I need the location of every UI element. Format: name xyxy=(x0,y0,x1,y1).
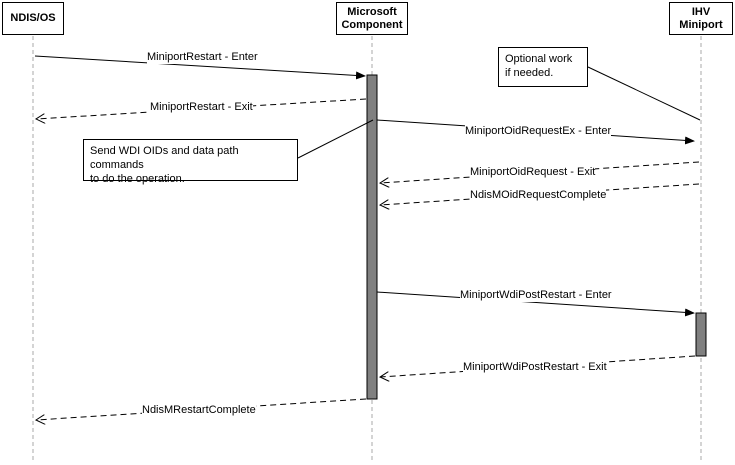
note-send-wdi-oids: Send WDI OIDs and data path commands to … xyxy=(83,139,298,185)
participant-microsoft-line2: Component xyxy=(341,18,403,31)
participant-ihv-line1: IHV xyxy=(691,5,711,18)
note-optional-line1: Optional work xyxy=(505,53,573,65)
activation-ihv xyxy=(695,312,707,357)
message-m3-label: MiniportOidRequestEx - Enter xyxy=(465,125,612,138)
note-optional-work: Optional work if needed. xyxy=(498,47,588,87)
message-m7-arrow xyxy=(380,355,696,377)
message-m1-label: MiniportRestart - Enter xyxy=(147,51,258,64)
participant-microsoft-line1: Microsoft xyxy=(347,5,397,18)
message-m4-label: MiniportOidRequest - Exit xyxy=(470,166,596,179)
note-send-line1: Send WDI OIDs and data path commands xyxy=(90,145,239,171)
participant-ndis-os: NDIS/OS xyxy=(2,2,64,35)
message-m8-label: NdisMRestartComplete xyxy=(142,404,256,417)
note-connector-send xyxy=(297,119,374,159)
message-m5-label: NdisMOidRequestComplete xyxy=(470,189,607,202)
message-m7-label: MiniportWdiPostRestart - Exit xyxy=(463,361,607,374)
message-m5-arrow xyxy=(380,183,700,205)
participant-microsoft-component: Microsoft Component xyxy=(336,2,408,35)
message-m6-label: MiniportWdiPostRestart - Enter xyxy=(460,289,612,302)
message-m6-arrow xyxy=(376,291,695,317)
message-m1-arrow xyxy=(34,55,366,80)
note-optional-line2: if needed. xyxy=(505,67,554,79)
note-connector-optional xyxy=(587,66,701,121)
participant-ihv-line2: Miniport xyxy=(679,18,723,31)
message-m4-arrow xyxy=(380,161,700,183)
note-send-line2: to do the operation. xyxy=(90,173,185,185)
activation-microsoft xyxy=(366,74,378,400)
participant-ndis-label: NDIS/OS xyxy=(10,12,56,24)
participant-ihv-miniport: IHV Miniport xyxy=(669,2,733,35)
message-m2-label: MiniportRestart - Exit xyxy=(150,101,253,114)
